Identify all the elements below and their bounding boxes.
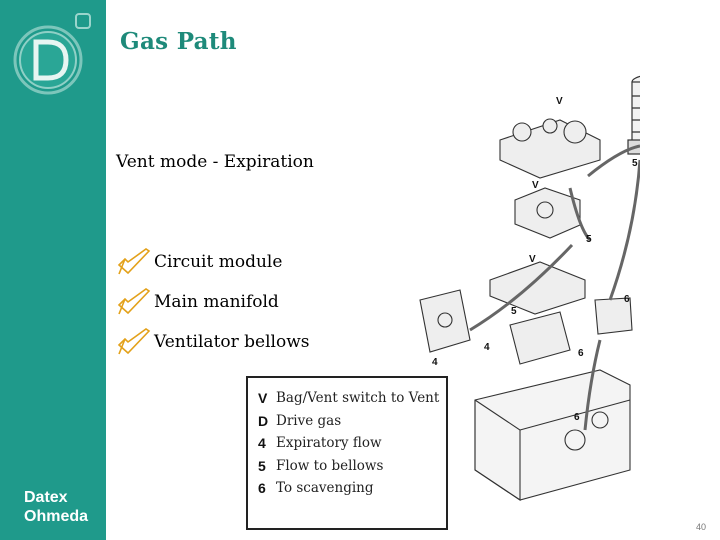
bullet-text: Circuit module (154, 252, 283, 272)
brand-line-1: Datex (24, 489, 68, 506)
brand-wordmark: Datex Ohmeda (24, 488, 88, 526)
legend-code: V (258, 390, 268, 406)
diagram-label-5: 5 (586, 234, 592, 245)
legend-text: Drive gas (276, 413, 342, 429)
legend-box: V Bag/Vent switch to Vent D Drive gas 4 Exp… (246, 376, 448, 530)
legend-text: Expiratory flow (276, 435, 382, 451)
circuit-module-drawing (499, 118, 601, 179)
legend-code: 4 (258, 435, 266, 451)
diagram-label-v: V (556, 96, 563, 107)
diagram-label-5: 5 (511, 306, 517, 317)
flow-lines (469, 144, 640, 431)
page-number: 40 (695, 522, 706, 532)
slide-subtitle: Vent mode - Expiration (116, 152, 314, 172)
legend-text: Flow to bellows (276, 458, 384, 474)
pencil-checkmark-icon (117, 328, 151, 355)
diagram-label-6: 6 (624, 294, 630, 305)
diagram-label-5: 5 (632, 158, 638, 169)
bullet-item: Ventilator bellows (116, 322, 310, 362)
pencil-checkmark-icon (117, 248, 151, 275)
bullet-item: Main manifold (116, 282, 310, 322)
legend-text: Bag/Vent switch to Vent (276, 390, 440, 406)
diagram-label-6: 6 (574, 412, 580, 423)
sidebar: Datex Ohmeda (0, 0, 106, 540)
legend-row: 5 Flow to bellows (258, 458, 383, 474)
bullet-item: Circuit module (116, 242, 310, 282)
diagram-label-4: 4 (432, 357, 438, 368)
diagram-label-v: V (529, 254, 536, 265)
legend-row: D Drive gas (258, 413, 341, 429)
legend-code: 5 (258, 458, 266, 474)
brand-line-2: Ohmeda (24, 508, 89, 525)
legend-text: To scavenging (276, 480, 374, 496)
datex-logo-icon (13, 13, 91, 95)
legend-code: 6 (258, 480, 266, 496)
manifold-drawing (419, 187, 633, 365)
legend-row: 4 Expiratory flow (258, 435, 382, 451)
slide-title: Gas Path (120, 28, 237, 55)
base-housing-drawing (474, 369, 631, 502)
diagram-label-6: 6 (578, 348, 584, 359)
bullet-text: Main manifold (154, 292, 279, 312)
bullet-text: Ventilator bellows (154, 332, 310, 352)
legend-row: 6 To scavenging (258, 480, 374, 496)
pencil-checkmark-icon (117, 288, 151, 315)
diagram-label-4: 4 (484, 342, 490, 353)
legend-code: D (258, 413, 269, 429)
diagram-label-v: V (532, 180, 539, 191)
legend-row: V Bag/Vent switch to Vent (258, 390, 439, 406)
gas-path-diagram: V D D 5 V 5 V 6 5 4 6 4 6 (419, 75, 640, 502)
ventilator-bellows-drawing (627, 75, 640, 155)
bullet-list: Circuit module Main manifold Ventilator … (116, 242, 310, 362)
